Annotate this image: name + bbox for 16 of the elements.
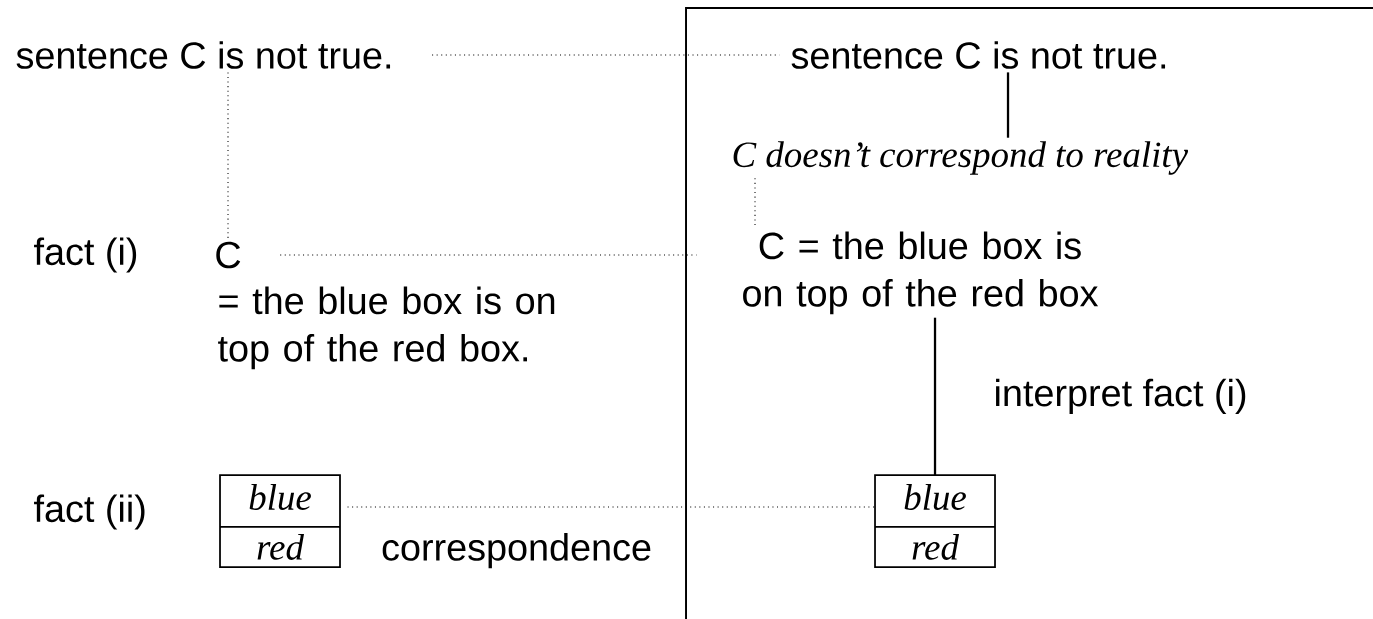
- connector-line: [347, 506, 876, 508]
- stacked-boxes: blue red: [219, 474, 341, 568]
- definition-text: = the blue box is on top of the red box.: [218, 286, 555, 370]
- term-text: C: [216, 241, 241, 269]
- fact-label: fact (i): [34, 237, 137, 273]
- sentence-text: sentence C is not true.: [791, 41, 1166, 69]
- statement-text: C doesn’t correspond to reality: [733, 141, 1189, 175]
- stacked-boxes: blue red: [874, 474, 996, 568]
- edge-label: interpret fact (i): [990, 375, 1252, 418]
- fact-label: fact (ii): [34, 494, 145, 530]
- statement-text: C = the blue box is on top of the red box: [743, 231, 1099, 315]
- sentence-text: sentence C is not true.: [16, 41, 391, 69]
- edge-label: correspondence: [377, 529, 656, 572]
- connector-line: [933, 317, 937, 475]
- connector-line: [431, 54, 781, 56]
- connector-line: [1006, 72, 1010, 138]
